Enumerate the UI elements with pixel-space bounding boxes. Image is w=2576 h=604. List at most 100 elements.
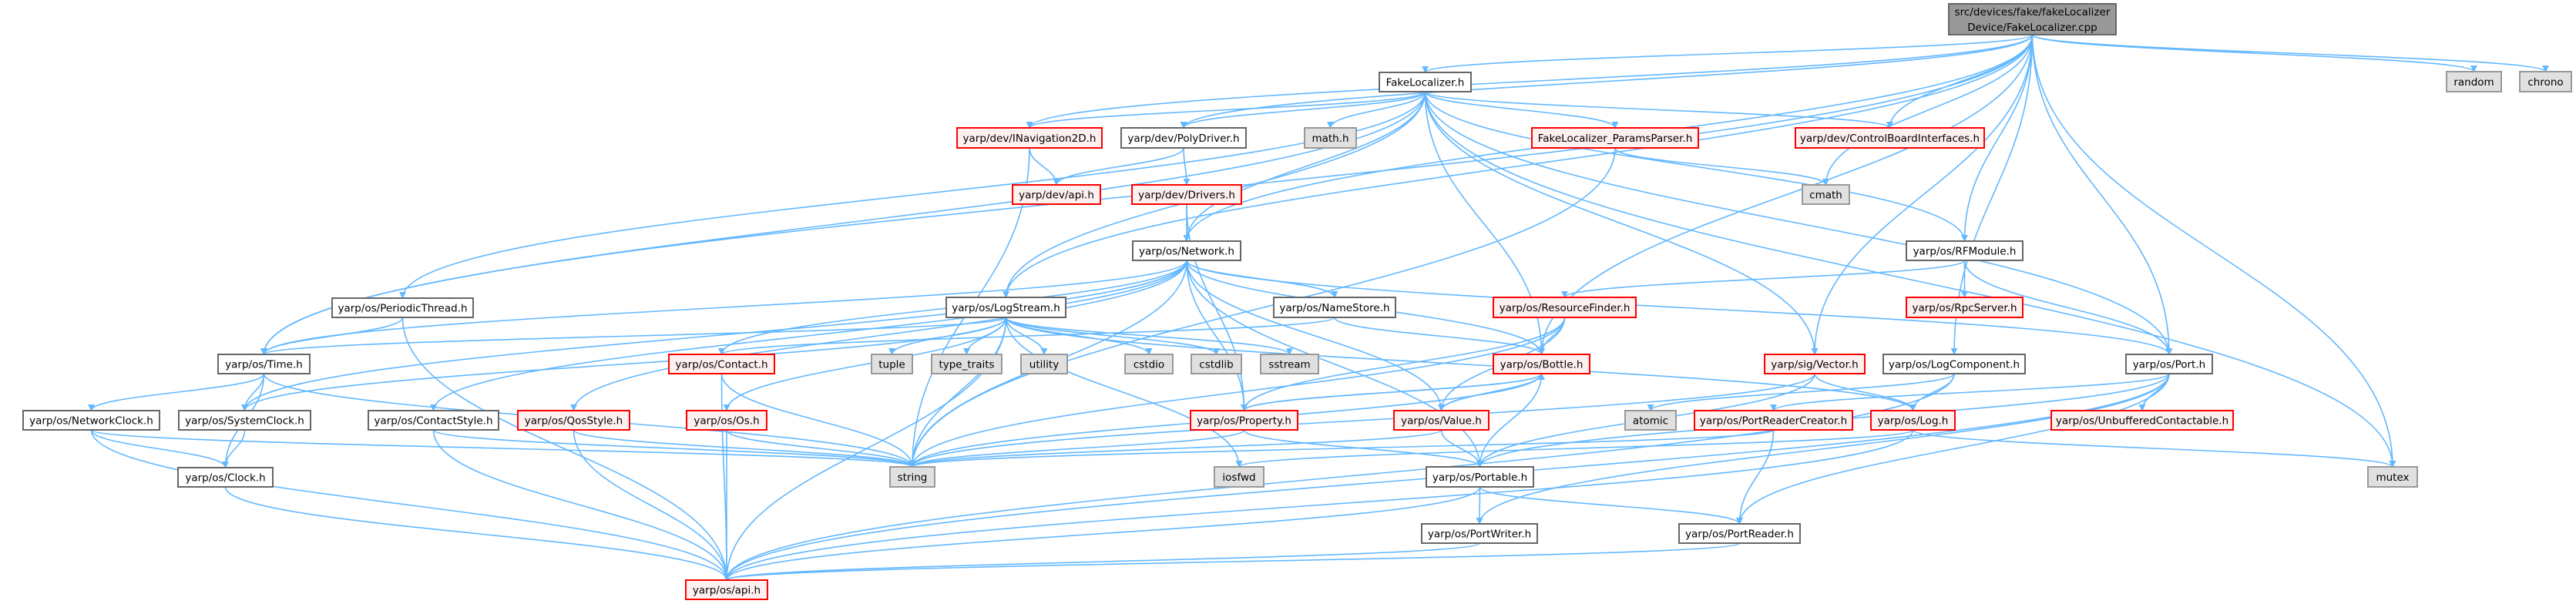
node-qosstyle[interactable]: yarp/os/QosStyle.h xyxy=(517,410,630,431)
node-vector[interactable]: yarp/sig/Vector.h xyxy=(1764,354,1866,374)
node-time[interactable]: yarp/os/Time.h xyxy=(217,354,311,374)
node-contactstyle[interactable]: yarp/os/ContactStyle.h xyxy=(368,410,499,431)
node-sysclock[interactable]: yarp/os/SystemClock.h xyxy=(178,410,311,431)
node-label: yarp/os/Log.h xyxy=(1878,415,1949,428)
node-label: yarp/os/PortReader.h xyxy=(1685,528,1794,541)
node-chrono[interactable]: chrono xyxy=(2519,71,2572,92)
node-namestore[interactable]: yarp/os/NameStore.h xyxy=(1273,297,1396,318)
edge-fakeloc-to-vector xyxy=(1424,91,1819,355)
node-label: mutex xyxy=(2376,471,2409,484)
node-box xyxy=(1260,354,1319,374)
node-math[interactable]: math.h xyxy=(1304,127,1357,149)
node-contact[interactable]: yarp/os/Contact.h xyxy=(668,354,775,374)
node-clock[interactable]: yarp/os/Clock.h xyxy=(177,467,274,488)
node-cstdlib[interactable]: cstdlib xyxy=(1191,354,1242,374)
node-devapi[interactable]: yarp/dev/api.h xyxy=(1012,184,1101,205)
node-params[interactable]: FakeLocalizer_ParamsParser.h xyxy=(1531,127,1699,149)
edges-layer xyxy=(88,34,2549,581)
edge-portable-to-portwriter xyxy=(1476,486,1483,525)
node-network[interactable]: yarp/os/Network.h xyxy=(1132,240,1241,261)
node-unbuf[interactable]: yarp/os/UnbufferedContactable.h xyxy=(2050,410,2234,431)
node-periodic[interactable]: yarp/os/PeriodicThread.h xyxy=(331,297,474,318)
node-box xyxy=(331,297,474,318)
node-sstream[interactable]: sstream xyxy=(1260,354,1319,374)
node-box xyxy=(1870,410,1956,431)
node-rfmodule[interactable]: yarp/os/RFModule.h xyxy=(1906,240,2024,261)
node-portwriter[interactable]: yarp/os/PortWriter.h xyxy=(1421,523,1538,544)
node-polydriver[interactable]: yarp/dev/PolyDriver.h xyxy=(1120,127,1247,149)
node-label: tuple xyxy=(878,359,905,371)
edge-root-to-port xyxy=(2031,34,2173,355)
node-box xyxy=(871,354,913,374)
node-fakeloc[interactable]: FakeLocalizer.h xyxy=(1379,72,1472,92)
edge-root-to-cbi xyxy=(1886,34,2034,129)
node-box xyxy=(368,410,499,431)
node-portable[interactable]: yarp/os/Portable.h xyxy=(1426,466,1534,488)
edge-value-to-portable xyxy=(1440,429,1483,468)
node-api[interactable]: yarp/os/api.h xyxy=(685,579,768,600)
edge-fakeloc-to-polydriver xyxy=(1180,91,1426,129)
edge-qosstyle-to-api xyxy=(573,429,730,581)
node-logcomp[interactable]: yarp/os/LogComponent.h xyxy=(1882,354,2026,374)
edge-os-to-string xyxy=(726,429,916,468)
edge-netclock-to-clock xyxy=(90,429,229,468)
node-label: yarp/os/PeriodicThread.h xyxy=(338,303,467,315)
node-box xyxy=(1531,127,1699,149)
node-box xyxy=(1493,354,1590,374)
edge-root-to-polydriver xyxy=(1180,34,2034,129)
edge-contact-to-api xyxy=(720,373,730,581)
edge-network-to-contactstyle xyxy=(430,260,1187,411)
node-string[interactable]: string xyxy=(889,466,935,488)
node-box xyxy=(685,579,768,600)
node-cmath[interactable]: cmath xyxy=(1802,184,1850,205)
node-log[interactable]: yarp/os/Log.h xyxy=(1870,410,1956,431)
node-atomic[interactable]: atomic xyxy=(1624,410,1677,431)
node-cbi[interactable]: yarp/dev/ControlBoardInterfaces.h xyxy=(1795,127,1985,149)
node-label: src/devices/fake/fakeLocalizer xyxy=(1955,6,2111,18)
node-label: yarp/os/Port.h xyxy=(2133,359,2205,371)
node-value[interactable]: yarp/os/Value.h xyxy=(1393,410,1490,431)
edge-value-to-string xyxy=(908,429,1442,468)
node-rpcserver[interactable]: yarp/os/RpcServer.h xyxy=(1906,297,2024,318)
node-drivers[interactable]: yarp/dev/Drivers.h xyxy=(1131,184,1242,205)
node-box xyxy=(517,410,630,431)
node-logstream[interactable]: yarp/os/LogStream.h xyxy=(945,297,1066,318)
edge-polydriver-to-drivers xyxy=(1183,147,1191,186)
edge-log-to-iosfwd xyxy=(1235,429,1914,468)
node-box xyxy=(178,410,311,431)
edge-portable-to-api xyxy=(723,486,1481,581)
node-label: FakeLocalizer.h xyxy=(1386,77,1465,89)
edge-fakeloc-to-inav xyxy=(1026,91,1426,129)
edge-fakeloc-to-network xyxy=(1183,91,1426,242)
node-iosfwd[interactable]: iosfwd xyxy=(1214,466,1264,488)
node-typetraits[interactable]: type_traits xyxy=(931,354,1003,374)
node-os[interactable]: yarp/os/Os.h xyxy=(686,410,767,431)
node-cstdio[interactable]: cstdio xyxy=(1124,354,1174,374)
node-box xyxy=(1694,410,1853,431)
node-property[interactable]: yarp/os/Property.h xyxy=(1190,410,1298,431)
edge-resfinder-to-bottle xyxy=(1538,317,1566,355)
node-portreader[interactable]: yarp/os/PortReader.h xyxy=(1678,523,1801,544)
edge-portwriter-to-api xyxy=(723,542,1480,581)
node-resfinder[interactable]: yarp/os/ResourceFinder.h xyxy=(1493,297,1637,318)
node-netclock[interactable]: yarp/os/NetworkClock.h xyxy=(22,410,160,431)
node-label: yarp/os/Network.h xyxy=(1139,246,1234,258)
node-root[interactable]: src/devices/fake/fakeLocalizerDevice/Fak… xyxy=(1948,3,2117,35)
node-label: yarp/dev/INavigation2D.h xyxy=(963,133,1097,145)
node-random[interactable]: random xyxy=(2446,71,2502,92)
node-label: atomic xyxy=(1633,415,1668,428)
edge-logstream-to-log xyxy=(1005,317,1916,411)
node-tuple[interactable]: tuple xyxy=(871,354,913,374)
node-prc[interactable]: yarp/os/PortReaderCreator.h xyxy=(1694,410,1853,431)
node-box xyxy=(1132,240,1241,261)
node-inav[interactable]: yarp/dev/INavigation2D.h xyxy=(956,127,1103,149)
edge-qosstyle-to-string xyxy=(573,429,916,468)
edge-port-to-portreader xyxy=(1736,373,2170,525)
node-mutex[interactable]: mutex xyxy=(2367,466,2418,488)
node-port[interactable]: yarp/os/Port.h xyxy=(2125,354,2213,374)
node-bottle[interactable]: yarp/os/Bottle.h xyxy=(1493,354,1590,374)
node-box xyxy=(22,410,160,431)
node-label: FakeLocalizer_ParamsParser.h xyxy=(1538,133,1693,145)
node-label: yarp/os/NetworkClock.h xyxy=(29,415,153,428)
node-utility[interactable]: utility xyxy=(1020,354,1068,374)
